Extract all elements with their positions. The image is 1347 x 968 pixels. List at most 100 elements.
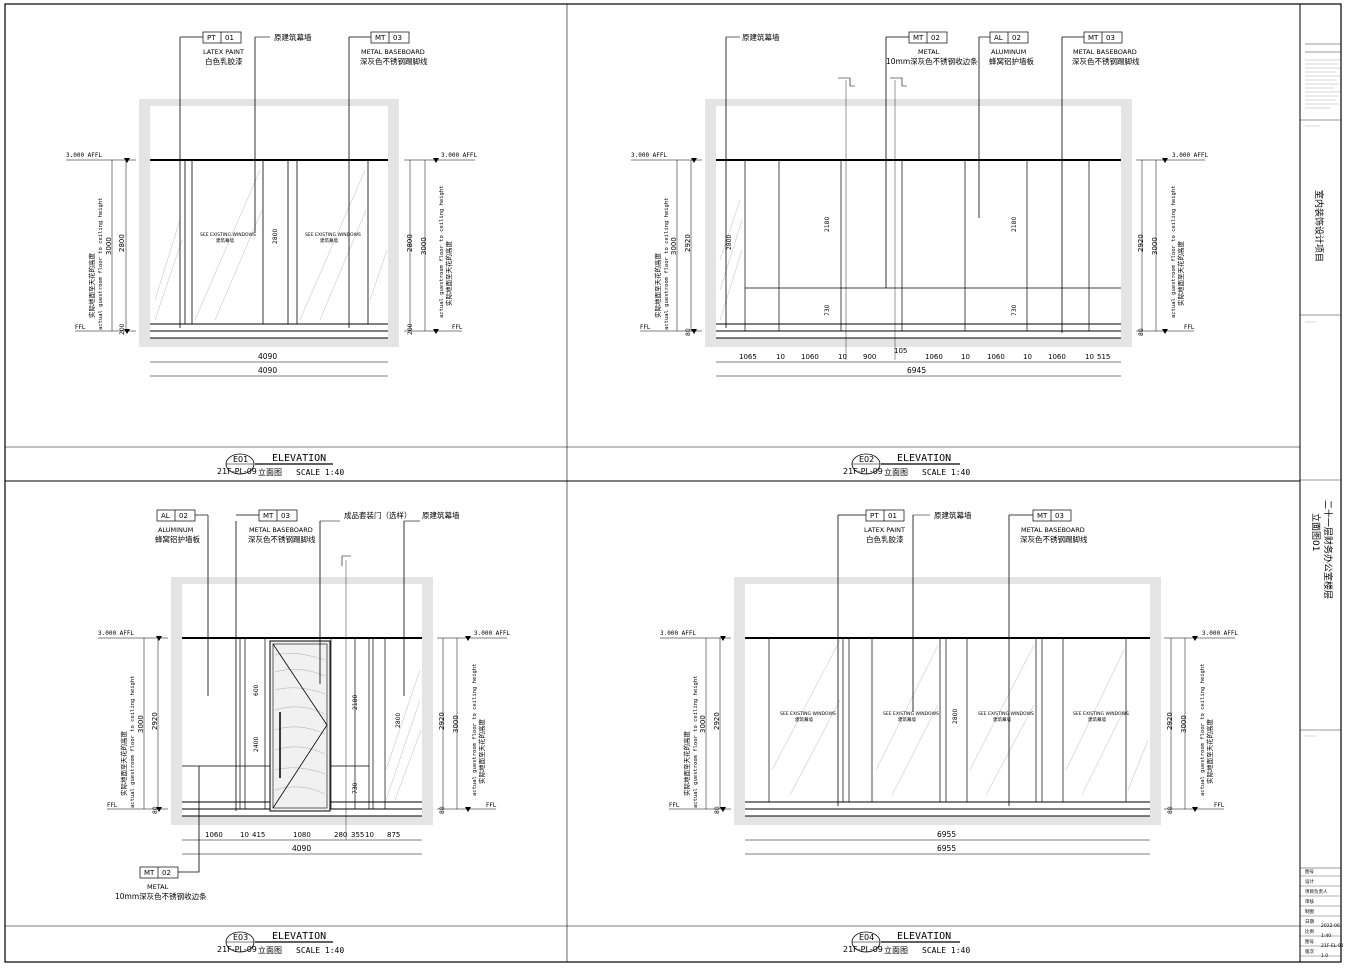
e01-note-cw-2: 建筑幕墙 xyxy=(320,237,338,244)
e04-ffl-left: FFL xyxy=(669,802,680,809)
e01-note-cw-1: 建筑幕墙 xyxy=(216,237,234,244)
e01-level-right: 3.000 AFFL xyxy=(441,152,478,159)
e03-seg-5: 355 xyxy=(351,831,364,839)
e01-caption-id: E01 xyxy=(233,455,248,464)
e03-caption-id: E03 xyxy=(233,933,248,942)
e02-tag-wall: 原建筑幕墙 xyxy=(742,32,780,42)
e03-seg-2: 415 xyxy=(252,831,265,839)
e03-door xyxy=(269,640,331,812)
e03-dim-lower: 730 xyxy=(352,782,359,794)
title-block: 室内装饰设计项目 二十一层财务办公室楼层 立面图01 图号 设计 项目负责人 审… xyxy=(1300,43,1344,959)
e02-tag-mt2-en: METAL xyxy=(918,48,940,56)
e04-dim-window: 2800 xyxy=(952,709,959,724)
e01-height-cn-right: 实际地面至天花的高度 xyxy=(444,241,453,307)
e02-seg-9: 10 xyxy=(1023,353,1032,361)
e01-tag-mt-en: METAL BASEBOARD xyxy=(361,48,425,56)
e03-tag-al-num: 02 xyxy=(179,512,188,520)
e01-level-left: 3.000 AFFL xyxy=(66,152,103,159)
e02-tag-mt3-en: METAL BASEBOARD xyxy=(1073,48,1137,56)
e04-dim-right-base: 80 xyxy=(1167,806,1174,814)
e01-height-en-left: actual guestroom floor to ceiling height xyxy=(98,198,104,330)
e02-wall-face xyxy=(716,106,1121,338)
e03-dim-right-base: 80 xyxy=(439,806,446,814)
e02-dim-left-base: 80 xyxy=(685,328,692,336)
e03-level-right: 3.000 AFFL xyxy=(474,630,511,637)
e04-caption-title: ELEVATION xyxy=(897,931,951,942)
tb-label-7: 图号 xyxy=(1305,939,1314,945)
e02-seg-7: 10 xyxy=(961,353,970,361)
e03-level-left: 3.000 AFFL xyxy=(98,630,135,637)
e01-dim-width-1: 4090 xyxy=(258,352,277,361)
e04-dim-width-1: 6955 xyxy=(937,830,956,839)
e03-tag-mt2-cn: 10mm深灰色不锈钢收边条 xyxy=(115,891,207,901)
e04-dim-right-main: 2920 xyxy=(1166,712,1174,730)
e03-ffl-right: FFL xyxy=(486,802,497,809)
e03-tag-mt3-code: MT xyxy=(263,512,274,520)
e02-dim-lower-1: 730 xyxy=(824,304,831,316)
e03-height-en-right: actual guestroom floor to ceiling height xyxy=(472,664,478,796)
tb-label-8: 版次 xyxy=(1305,948,1314,955)
e04-caption-scale: SCALE 1:40 xyxy=(922,946,970,955)
e01-caption-cn: 立面图 xyxy=(258,467,282,477)
e04-note-win-4: SEE EXISTING WINDOWS xyxy=(1073,711,1129,717)
tb-label-4: 制图 xyxy=(1305,908,1314,915)
elevation-e04: SEE EXISTING WINDOWS 建筑幕墙 SEE EXISTING W… xyxy=(660,509,1239,855)
e02-caption-id: E02 xyxy=(859,455,874,464)
e02-caption-cn: 立面图 xyxy=(884,467,908,477)
e03-ffl-left: FFL xyxy=(107,802,118,809)
e01-tag-pt-code: PT xyxy=(207,34,216,42)
e04-height-cn-left: 实际地面至天花的高度 xyxy=(682,731,691,797)
e03-dim-door: 2400 xyxy=(253,737,260,752)
e04-caption-ref: 21F-PL-09 xyxy=(843,945,883,954)
e04-height-en-left: actual guestroom floor to ceiling height xyxy=(693,676,699,808)
elevation-e02: 2180 730 2180 730 2800 原建筑幕墙 MT 02 METAL… xyxy=(631,31,1209,377)
e04-note-win-3: SEE EXISTING WINDOWS xyxy=(978,711,1034,717)
e03-dim-top: 600 xyxy=(253,684,260,696)
e04-tag-mt3-cn: 深灰色不锈钢踢脚线 xyxy=(1020,534,1088,544)
e02-seg-5: 105 xyxy=(894,347,907,355)
tb-label-6: 比例 xyxy=(1305,928,1314,935)
e01-tag-pt-num: 01 xyxy=(225,34,234,42)
e01-dim-right-total: 3000 xyxy=(420,237,428,255)
e04-tag-mt3-code: MT xyxy=(1037,512,1048,520)
e01-note-win-2: SEE EXISTING WINDOWS xyxy=(305,232,361,238)
elevation-e03: 600 2400 2180 730 2800 AL 02 ALUMINUM 蜂窝… xyxy=(98,509,511,901)
title-drawing-sub: 立面图01 xyxy=(1310,513,1322,551)
e01-dim-right-main: 2800 xyxy=(406,234,414,252)
e01-tag-mt-num: 03 xyxy=(393,34,402,42)
e01-tag-pt-en: LATEX PAINT xyxy=(203,48,244,56)
e04-level-right: 3.000 AFFL xyxy=(1202,630,1239,637)
e02-seg-6: 1060 xyxy=(925,353,943,361)
e01-height-cn-left: 实际地面至天花的高度 xyxy=(87,253,96,319)
e04-note-cw-3: 建筑幕墙 xyxy=(993,716,1011,723)
e03-seg-7: 875 xyxy=(387,831,400,839)
e04-note-win-1: SEE EXISTING WINDOWS xyxy=(780,711,836,717)
e04-level-left: 3.000 AFFL xyxy=(660,630,697,637)
e02-tag-al-code: AL xyxy=(994,34,1003,42)
e01-height-en-right: actual guestroom floor to ceiling height xyxy=(439,186,445,318)
e02-tag-mt2-cn: 10mm深灰色不锈钢收边条 xyxy=(886,56,978,66)
e02-dim-right-total: 3000 xyxy=(1151,237,1159,255)
e01-dim-right-base: 200 xyxy=(407,323,414,335)
e04-height-en-right: actual guestroom floor to ceiling height xyxy=(1200,664,1206,796)
e03-tag-wall: 原建筑幕墙 xyxy=(422,510,460,520)
e01-tag-mt-code: MT xyxy=(375,34,386,42)
e04-wall-face xyxy=(745,584,1150,816)
e04-note-cw-1: 建筑幕墙 xyxy=(795,716,813,723)
e01-caption-scale: SCALE 1:40 xyxy=(296,468,344,477)
e02-seg-4: 900 xyxy=(863,353,876,361)
e01-ffl-right: FFL xyxy=(452,324,463,331)
e02-tag-mt2-code: MT xyxy=(913,34,924,42)
e04-tag-mt3-num: 03 xyxy=(1055,512,1064,520)
e04-dim-left-total: 3000 xyxy=(699,715,707,733)
e04-dim-right-total: 3000 xyxy=(1180,715,1188,733)
e02-seg-0: 1065 xyxy=(739,353,757,361)
e02-seg-3: 10 xyxy=(838,353,847,361)
title-drawing: 二十一层财务办公室楼层 xyxy=(1322,500,1334,599)
e03-tag-al-code: AL xyxy=(161,512,170,520)
e02-height-cn-left: 实际地面至天花的高度 xyxy=(653,253,662,319)
e02-seg-11: 10 xyxy=(1085,353,1094,361)
e02-tag-al-cn: 蜂窝铝护墙板 xyxy=(989,56,1034,66)
e04-tag-wall: 原建筑幕墙 xyxy=(934,510,972,520)
e02-tag-mt3-cn: 深灰色不锈钢踢脚线 xyxy=(1072,56,1140,66)
